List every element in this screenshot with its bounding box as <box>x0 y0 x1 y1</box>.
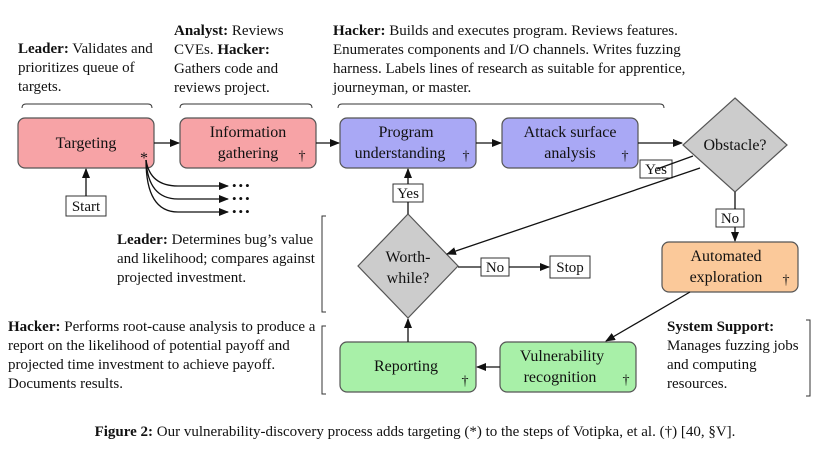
reporting-label: Reporting <box>374 358 438 375</box>
attack-dagger: † <box>622 149 629 164</box>
hacker-top-role: Hacker: <box>333 23 386 39</box>
vuln-label-1: Vulnerability <box>520 348 604 365</box>
worthwhile-label-1: Worth- <box>386 249 431 266</box>
hacker-top-annotation: Hacker: Builds and executes program. Rev… <box>333 22 723 98</box>
arrow-branch-1 <box>145 159 229 190</box>
caption-label: Figure 2: <box>94 424 154 440</box>
caption-text: Our vulnerability-discovery process adds… <box>153 424 736 440</box>
leader-mid-role: Leader: <box>117 232 168 248</box>
stop-box <box>549 255 591 279</box>
brace-hacker-bottom <box>321 325 326 395</box>
automated-exploration-box <box>661 241 799 293</box>
arrow-obstacle-yes <box>656 155 694 170</box>
info-label-2: gathering <box>218 145 278 162</box>
automated-dagger: † <box>783 273 790 288</box>
arrow-automated-vuln <box>605 291 691 342</box>
analyst-role: Analyst: <box>174 23 229 39</box>
system-text: Manages fuzzing jobs and computing resou… <box>667 338 799 392</box>
reporting-dagger: † <box>462 374 469 389</box>
hacker-bottom-text: Performs root-cause analysis to produce … <box>8 319 316 392</box>
hacker-top-text: Builds and executes program. Reviews fea… <box>333 23 686 96</box>
program-label-2: understanding <box>355 145 446 162</box>
no-worthwhile-label: No <box>486 260 504 276</box>
obstacle-label: Obstacle? <box>703 137 766 154</box>
info-label-1: Information <box>210 124 286 141</box>
targeting-star: * <box>140 150 148 167</box>
automated-label-2: exploration <box>690 269 763 286</box>
yes-obstacle-label-box <box>639 159 673 179</box>
vuln-dagger: † <box>623 373 630 388</box>
analyst-hacker-role: Hacker: <box>217 42 270 58</box>
stop-label: Stop <box>556 260 584 276</box>
yes-obstacle-label: Yes <box>645 162 667 178</box>
yes-worthwhile-label: Yes <box>397 186 419 202</box>
leader-top-annotation: Leader: Validates and prioritizes queue … <box>18 40 153 97</box>
brace-analyst <box>179 103 313 109</box>
analyst-text-1: Reviews CVEs. <box>174 23 284 58</box>
worthwhile-diamond <box>357 213 459 319</box>
arrow-obstacle-worthwhile <box>446 167 701 255</box>
automated-label-1: Automated <box>690 248 761 265</box>
dots-1: ••• <box>232 178 252 193</box>
attack-label-1: Attack surface <box>524 124 617 141</box>
leader-top-text: Validates and prioritizes queue of targe… <box>18 41 153 95</box>
hacker-bottom-annotation: Hacker: Performs root-cause analysis to … <box>8 318 320 394</box>
brace-system <box>806 319 811 397</box>
program-dagger: † <box>463 149 470 164</box>
analyst-text-2: Gathers code and reviews project. <box>174 61 279 96</box>
attack-label-2: analysis <box>544 145 596 162</box>
program-label-1: Program <box>378 124 434 141</box>
arrow-branch-3 <box>145 159 229 216</box>
no-obstacle-label-box <box>715 208 745 228</box>
system-support-annotation: System Support: Manages fuzzing jobs and… <box>667 318 807 394</box>
dots-3: ••• <box>232 204 252 219</box>
targeting-label: Targeting <box>56 135 117 152</box>
figure-caption: Figure 2: Our vulnerability-discovery pr… <box>0 424 830 441</box>
vuln-label-2: recognition <box>524 369 597 386</box>
info-dagger: † <box>299 149 306 164</box>
leader-mid-annotation: Leader: Determines bug’s value and likel… <box>117 231 322 288</box>
brace-leader-top <box>21 103 153 109</box>
system-role: System Support: <box>667 319 775 335</box>
leader-top-role: Leader: <box>18 41 69 57</box>
hacker-bottom-role: Hacker: <box>8 319 61 335</box>
analyst-annotation: Analyst: Reviews CVEs. Hacker: Gathers c… <box>174 22 309 98</box>
no-obstacle-label: No <box>721 211 739 227</box>
leader-mid-text: Determines bug’s value and likelihood; c… <box>117 232 315 286</box>
brace-leader-mid <box>321 215 326 313</box>
start-label: Start <box>72 199 101 215</box>
brace-hacker-top <box>337 103 665 109</box>
dots-2: ••• <box>232 191 252 206</box>
worthwhile-label-2: while? <box>387 270 430 287</box>
